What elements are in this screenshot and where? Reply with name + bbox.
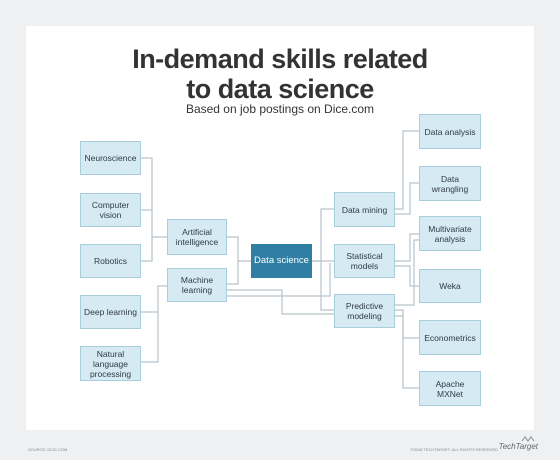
node-artificial-intelligence: Artificial intelligence [167,219,227,255]
node-label: Data wrangling [431,173,469,194]
connector-mining-analysis [395,130,419,210]
node-label: Statistical models [346,251,383,271]
node-multivariate-analysis: Multivariate analysis [419,216,481,251]
source-note: SOURCE: DICE.COM [28,447,68,452]
node-label: Natural language processing [89,348,132,379]
connector-ml-stats [227,263,331,297]
node-label: Weka [439,281,461,291]
node-label: Data analysis [424,126,476,137]
connector-mining-wrangling [395,182,419,215]
node-statistical-models: Statistical models [334,244,395,278]
connector-ml-predictive [227,289,334,315]
connector-stats-multivariate [395,233,419,262]
page-title: In-demand skills related to data science [0,44,560,104]
node-data-science: Data science [251,244,312,278]
node-predictive-modeling: Predictive modeling [334,294,395,328]
node-apache-mxnet: Apache MXNet [419,371,481,406]
node-machine-learning: Machine learning [167,268,227,302]
connector-stats-weka [395,265,419,287]
brand-logo-text: TechTarget [498,442,538,451]
connector-neuroscience-ai [141,157,167,238]
node-label: Artificial intelligence [175,227,219,247]
node-label: Data science [254,255,309,266]
connector-deep-learning-ml [141,285,167,313]
node-label: Predictive modeling [345,301,384,321]
node-label: Data mining [341,204,388,215]
node-data-analysis: Data analysis [419,114,481,149]
node-label: Computer vision [91,200,130,220]
node-econometrics: Econometrics [419,320,481,355]
connector-predictive-multivariate [395,239,419,306]
node-label: Deep learning [84,307,137,317]
connector-ml-center [227,261,239,285]
title-line-2: to data science [186,74,374,104]
connector-center-predictive [320,261,334,311]
connector-ai-center [227,236,251,262]
node-nlp: Natural language processing [80,346,141,381]
connector-predictive-econ [395,309,419,339]
subtitle: Based on job postings on Dice.com [185,102,375,116]
connector-robotics-ai [141,237,153,262]
node-data-wrangling: Data wrangling [419,166,481,201]
node-robotics: Robotics [80,244,141,278]
node-label: Neuroscience [84,153,137,163]
node-label: Multivariate analysis [428,223,472,244]
node-label: Machine learning [180,275,214,295]
node-label: Robotics [93,256,128,266]
node-label: Econometrics [424,332,476,343]
title-line-1: In-demand skills related [132,44,428,74]
node-weka: Weka [419,269,481,303]
connector-predictive-mxnet [395,315,419,389]
connector-nlp-ml [141,312,159,363]
techtarget-logo-icon [521,436,535,442]
node-deep-learning: Deep learning [80,295,141,329]
copyright-note: ©2018 TECHTARGET. ALL RIGHTS RESERVED [410,447,499,452]
node-neuroscience: Neuroscience [80,141,141,175]
node-computer-vision: Computer vision [80,193,141,227]
node-data-mining: Data mining [334,192,395,227]
node-label: Apache MXNet [435,378,465,399]
connector-center-mining [312,208,334,262]
